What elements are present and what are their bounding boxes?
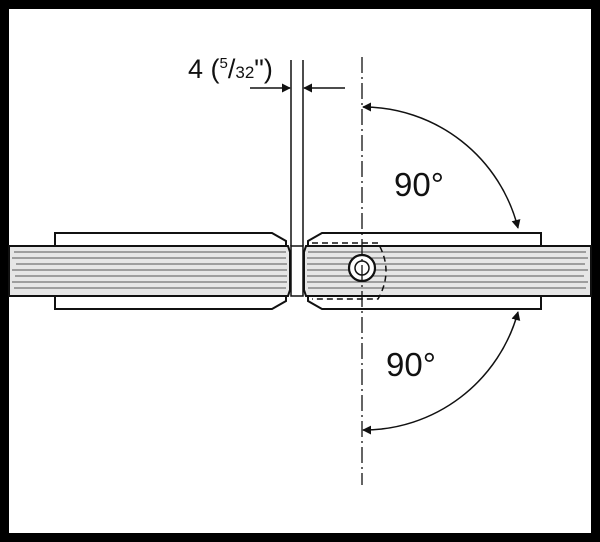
left-upper-clamp-plate	[54, 232, 287, 247]
right-upper-clamp-plate	[307, 232, 542, 247]
right-lower-clamp-plate	[307, 295, 542, 310]
upper-swing-arc	[362, 102, 521, 229]
glass-gap	[290, 245, 304, 297]
upper-angle-label: 90°	[394, 166, 444, 203]
lower-swing-arc	[362, 311, 521, 435]
left-lower-clamp-plate	[54, 295, 287, 310]
right-glass-panel	[303, 245, 592, 297]
gap-dimension-label: 4 (5/32")	[188, 54, 273, 84]
left-glass-panel	[8, 245, 291, 297]
lower-angle-label: 90°	[386, 346, 436, 383]
